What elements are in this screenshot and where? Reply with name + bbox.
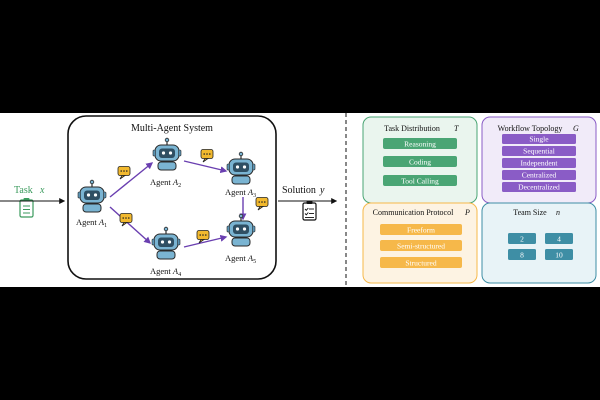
svg-text:Task Distribution: Task Distribution [384, 124, 440, 133]
svg-text:Agent A4: Agent A4 [150, 266, 181, 278]
protocol-item: Structured [405, 259, 436, 268]
task-label: Task [14, 185, 33, 196]
agent-label-2: Agent A2 [150, 177, 181, 189]
system-title: Multi-Agent System [131, 123, 213, 134]
svg-text:Agent A5: Agent A5 [225, 253, 256, 265]
svg-text:n: n [556, 208, 560, 217]
arrow-a4-a5 [183, 234, 228, 248]
svg-text:P: P [464, 208, 470, 217]
svg-text:G: G [573, 124, 579, 133]
checklist-icon [302, 201, 317, 221]
agent-label-3: Agent A3 [225, 187, 256, 199]
agent-label-4: Agent A4 [150, 266, 181, 278]
communication-protocol-panel: Communication Protocol P Freeform Semi-s… [362, 202, 478, 284]
agent-label-1: Agent A1 [76, 217, 107, 229]
arrow-a1-a2 [109, 162, 154, 198]
task-distribution-panel: Task Distribution T Reasoning Coding Too… [362, 116, 478, 204]
solution-label: Solution [282, 185, 316, 196]
topology-item: Independent [520, 159, 558, 168]
arrow-a2-a3 [183, 160, 228, 174]
topology-item: Single [529, 135, 549, 144]
task-variable: x [39, 185, 45, 196]
solution-variable: y [319, 185, 325, 196]
team-size-item: 4 [557, 235, 561, 244]
team-size-item: 2 [520, 235, 524, 244]
protocol-item: Freeform [407, 226, 435, 235]
agent-label-5: Agent A5 [225, 253, 256, 265]
workflow-topology-panel: Workflow Topology G Single Sequential In… [481, 116, 597, 204]
arrow-a1-a4 [109, 206, 152, 244]
task-item: Tool Calling [401, 177, 439, 186]
team-size-panel: Team Size n 2 4 8 10 [481, 202, 597, 284]
task-item: Reasoning [404, 140, 436, 149]
team-size-item: 8 [520, 251, 524, 260]
protocol-item: Semi-structured [397, 242, 445, 251]
svg-text:Team Size: Team Size [513, 208, 547, 217]
topology-item: Decentralized [518, 183, 560, 192]
figure-canvas: Task x Multi-Agent System Agent A1 Agent… [0, 113, 600, 287]
svg-text:Agent A3: Agent A3 [225, 187, 256, 199]
clipboard-icon [19, 198, 34, 218]
topology-item: Sequential [523, 147, 555, 156]
task-item: Coding [409, 158, 431, 167]
topology-item: Centralized [522, 171, 557, 180]
svg-text:Workflow Topology: Workflow Topology [498, 124, 563, 133]
svg-text:T: T [454, 124, 459, 133]
svg-text:Agent A1: Agent A1 [76, 217, 107, 229]
svg-text:Communication Protocol: Communication Protocol [373, 208, 454, 217]
svg-text:Agent A2: Agent A2 [150, 177, 181, 189]
team-size-item: 10 [555, 251, 563, 260]
figure-svg: Task x Multi-Agent System Agent A1 Agent… [0, 113, 597, 287]
